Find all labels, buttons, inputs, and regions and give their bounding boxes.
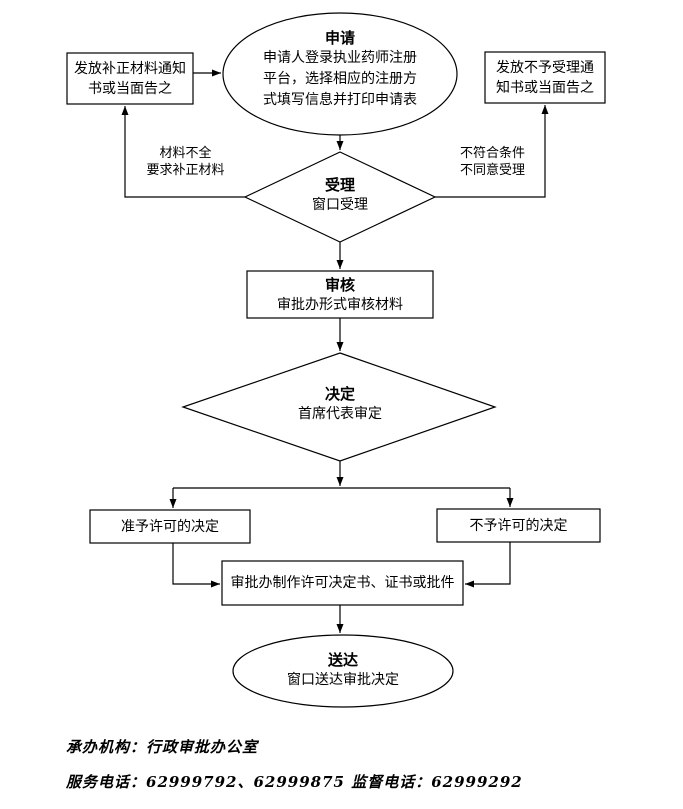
edge-label-incomplete-line-2: 要求补正材料 xyxy=(146,163,225,178)
notice-correction-node: 发放补正材料通知 书或当面告之 xyxy=(67,53,193,104)
deliver-subtitle: 窗口送达审批决定 xyxy=(287,672,399,688)
edge-label-not-qualified: 不符合条件 不同意受理 xyxy=(425,145,560,179)
grant-rect-shape xyxy=(89,509,251,544)
deny-rect-shape xyxy=(436,508,601,543)
decision-title: 决定 xyxy=(324,385,355,403)
edge-label-incomplete: 材料不全 要求补正材料 xyxy=(118,145,253,179)
edge-accept-to-correction xyxy=(121,106,245,198)
decision-subtitle: 首席代表审定 xyxy=(298,406,382,422)
deny-node: 不予许可的决定 xyxy=(437,509,600,542)
notice-rejection-line-1: 发放不予受理通 xyxy=(496,59,594,76)
edge-label-not-qualified-line-2: 不同意受理 xyxy=(459,163,525,178)
notice-rejection-node: 发放不予受理通 知书或当面告之 xyxy=(485,52,605,103)
decision-diamond-shape xyxy=(181,352,497,462)
edge-accept-to-rejection xyxy=(435,105,549,198)
produce-label: 审批办制作许可决定书、证书或批件 xyxy=(230,575,455,591)
produce-node: 审批办制作许可决定书、证书或批件 xyxy=(222,561,463,605)
accept-title: 受理 xyxy=(324,176,355,194)
node-shapes xyxy=(66,12,606,708)
connectors xyxy=(121,69,549,633)
review-node: 审核 审批办形式审核材料 xyxy=(247,271,433,318)
review-title: 审核 xyxy=(324,275,355,294)
review-rect-shape xyxy=(246,270,434,319)
apply-title: 申请 xyxy=(324,29,355,47)
deny-label: 不予许可的决定 xyxy=(469,517,568,534)
edge-grant-to-produce xyxy=(172,543,220,588)
apply-ellipse-shape xyxy=(222,12,458,136)
accept-node: 受理 窗口受理 xyxy=(270,175,410,215)
decision-node: 决定 首席代表审定 xyxy=(260,384,420,424)
accept-diamond-shape xyxy=(243,151,437,243)
notice-correction-line-2: 书或当面告之 xyxy=(88,80,172,97)
grant-node: 准予许可的决定 xyxy=(90,510,250,543)
notice-rejection-line-2: 知书或当面告之 xyxy=(496,79,594,96)
apply-node: 申请 申请人登录执业药师注册 平台，选择相应的注册方 式填写信息并打印申请表 xyxy=(230,28,450,111)
apply-body-line-1: 申请人登录执业药师注册 xyxy=(263,50,417,66)
notice-correction-line-1: 发放补正材料通知 xyxy=(74,60,186,77)
edge-label-incomplete-line-1: 材料不全 xyxy=(159,146,212,161)
deliver-ellipse-shape xyxy=(232,634,454,708)
produce-rect-shape xyxy=(221,560,464,606)
notice-rejection-rect-shape xyxy=(484,51,606,104)
apply-body-line-2: 平台，选择相应的注册方 xyxy=(263,71,417,87)
accept-subtitle: 窗口受理 xyxy=(312,197,368,213)
grant-label: 准予许可的决定 xyxy=(121,518,219,535)
edge-deny-to-produce xyxy=(465,542,511,588)
notice-correction-rect-shape xyxy=(66,52,194,105)
deliver-node: 送达 窗口送达审批决定 xyxy=(243,650,443,690)
apply-body-line-3: 式填写信息并打印申请表 xyxy=(263,92,417,108)
footer-agency: 承办机构：行政审批办公室 xyxy=(66,738,259,756)
deliver-title: 送达 xyxy=(327,651,358,669)
footer-phones: 服务电话：62999792、62999875 监督电话：62999292 xyxy=(66,773,523,791)
edge-label-not-qualified-line-1: 不符合条件 xyxy=(459,146,525,161)
review-subtitle: 审批办形式审核材料 xyxy=(277,296,403,313)
